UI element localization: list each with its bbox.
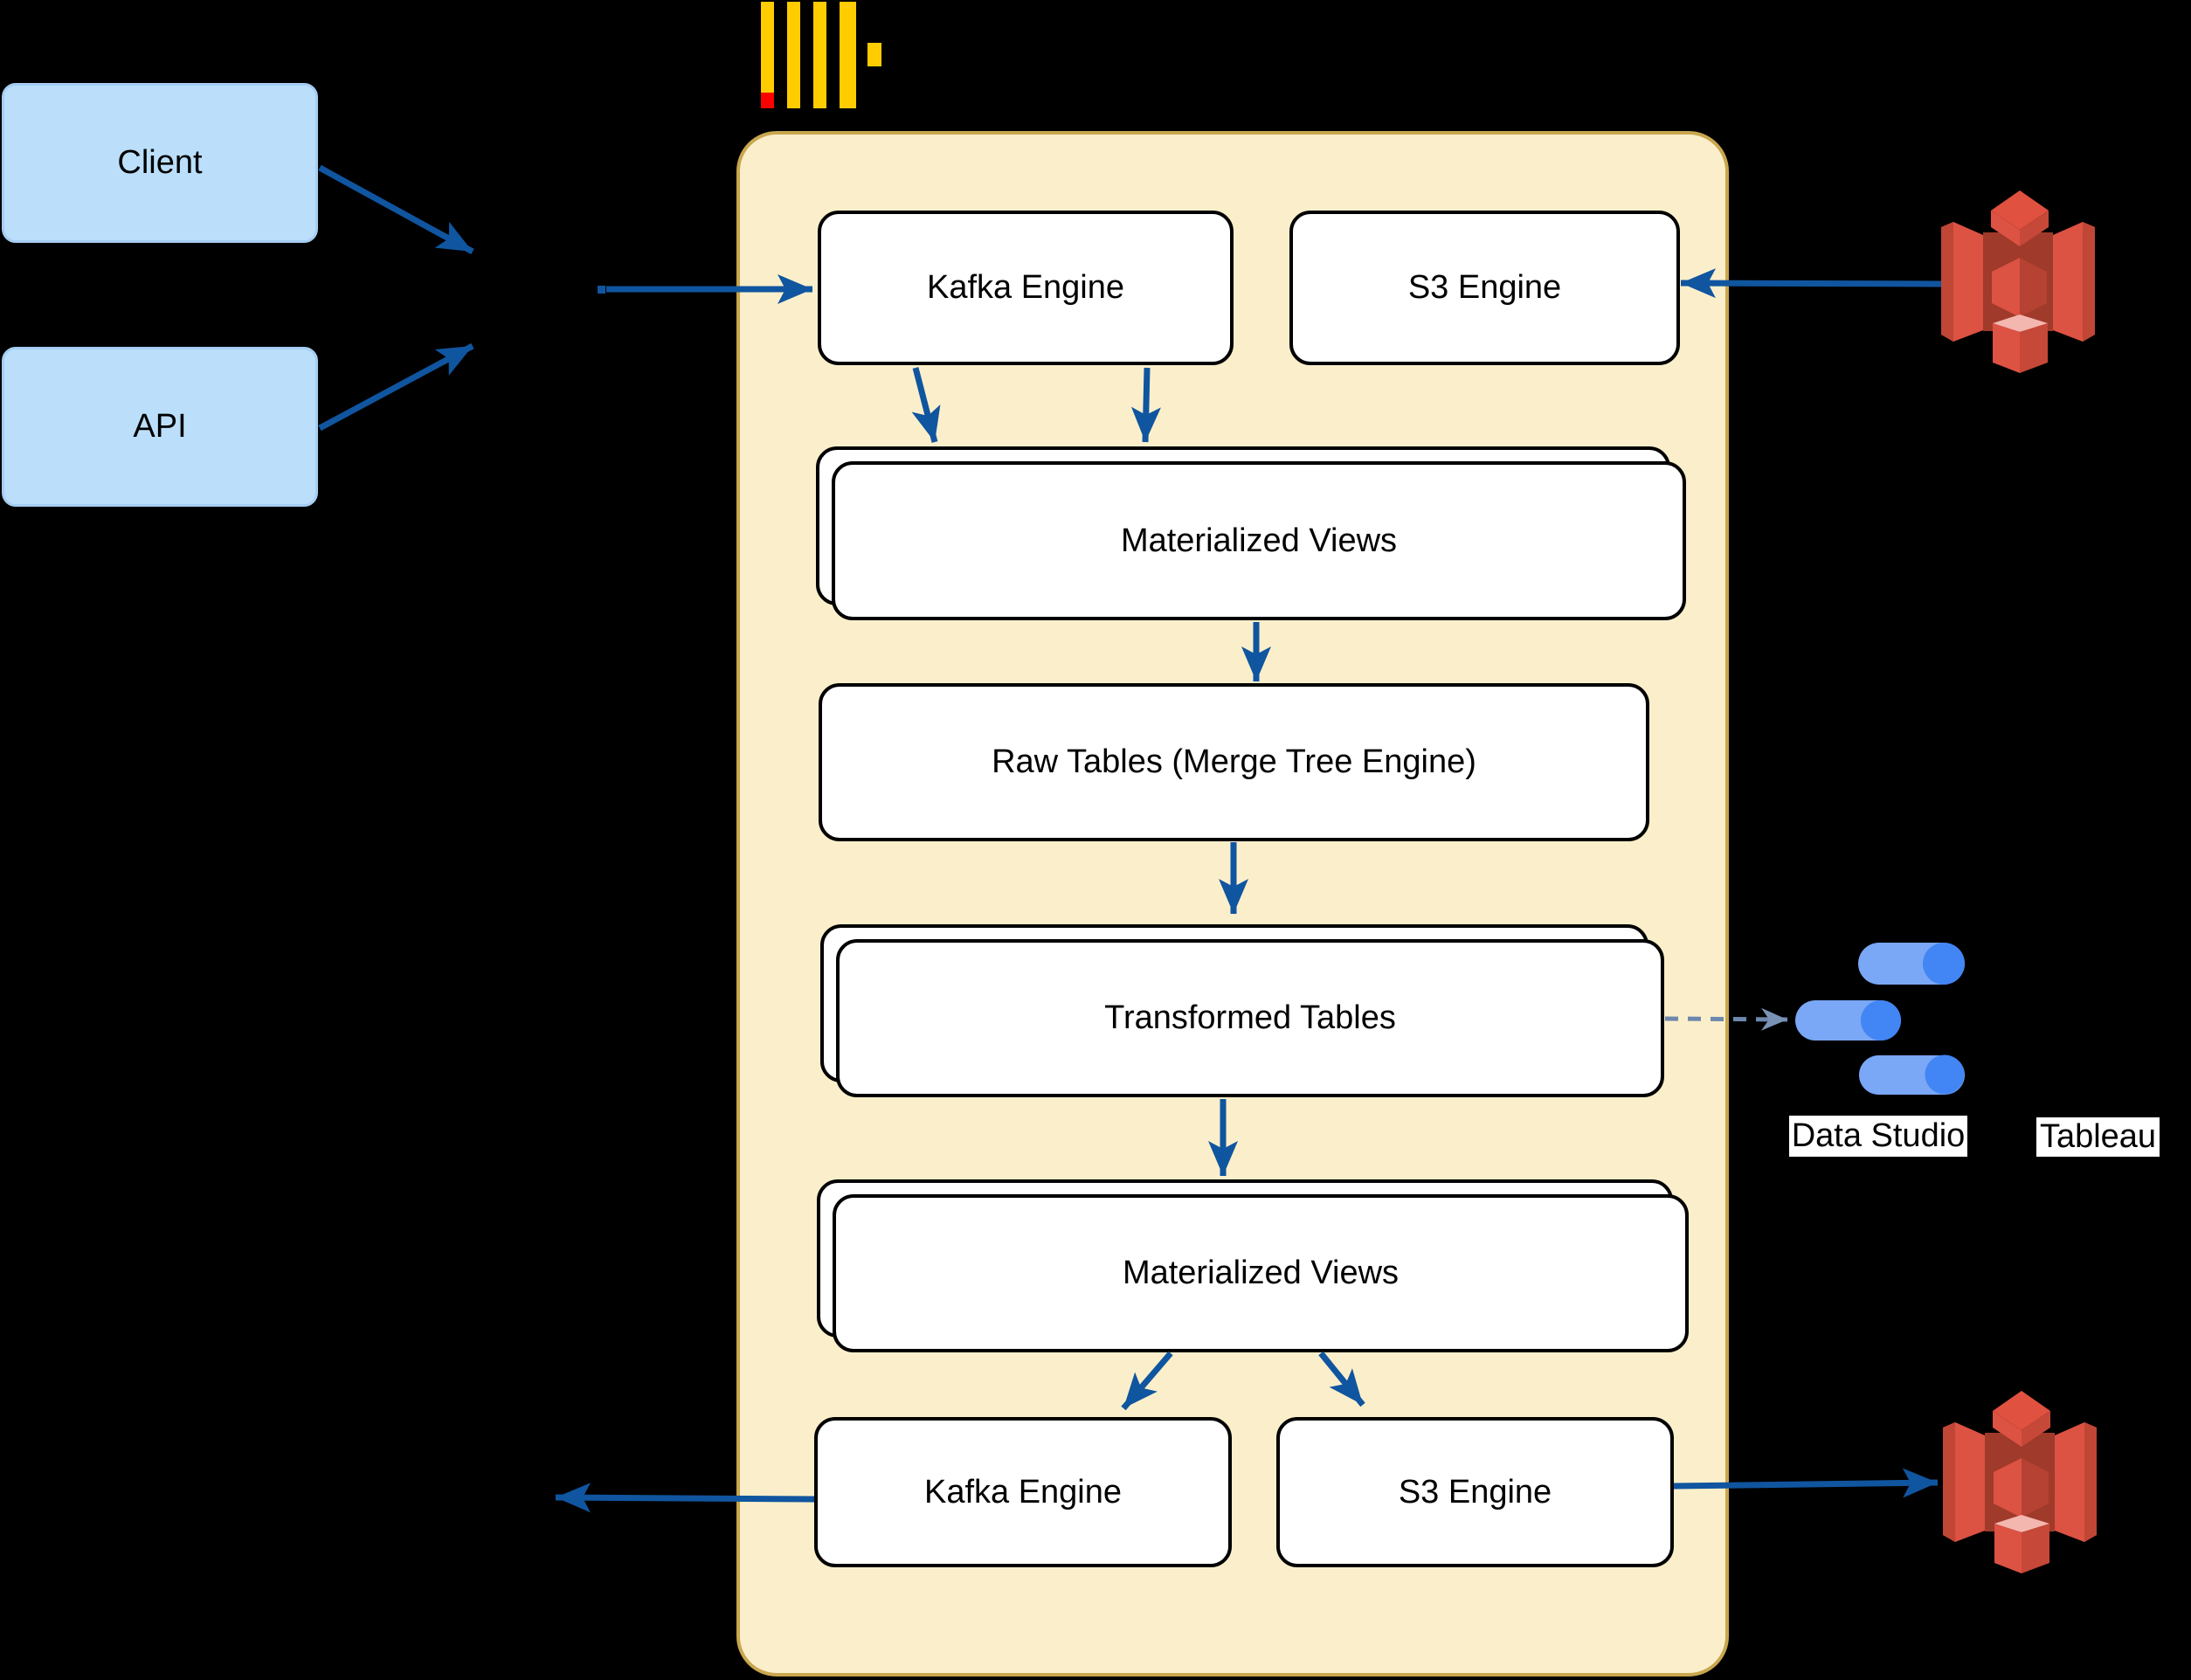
node-kafka-engine-bottom: Kafka Engine [814,1417,1232,1567]
aws-s3-icon-top [1941,190,2095,373]
google-data-studio-icon [1795,943,1965,1095]
node-api-label: API [133,408,187,445]
data-studio-label-text: Data Studio [1791,1117,1966,1154]
arrow-api-to-junction [318,342,474,432]
node-materialized-views-top-label: Materialized Views [1120,522,1398,559]
clickhouse-logo-icon [761,2,881,108]
aws-s3-icon-bottom [1943,1391,2097,1573]
node-kafka-engine-top-label: Kafka Engine [926,269,1125,306]
node-materialized-views-bottom: Materialized Views [833,1194,1689,1352]
node-materialized-views-top: Materialized Views [832,461,1686,620]
node-api: API [2,347,318,507]
node-transformed-tables: Transformed Tables [836,939,1664,1097]
tableau-label: Tableau [2036,1117,2160,1157]
node-kafka-engine-top: Kafka Engine [818,211,1234,365]
node-kafka-engine-bottom-label: Kafka Engine [923,1473,1123,1511]
node-client-label: Client [117,144,203,181]
node-s3-engine-bottom: S3 Engine [1276,1417,1674,1567]
data-studio-label: Data Studio [1789,1116,1967,1157]
node-transformed-tables-label: Transformed Tables [1104,999,1396,1036]
tableau-label-text: Tableau [2039,1118,2157,1155]
node-s3-engine-top: S3 Engine [1289,211,1680,365]
arrow-client-to-junction [318,164,474,255]
node-materialized-views-bottom-label: Materialized Views [1122,1255,1400,1291]
node-s3-engine-top-label: S3 Engine [1407,269,1562,306]
node-raw-tables-label: Raw Tables (Merge Tree Engine) [992,743,1476,780]
node-s3-engine-bottom-label: S3 Engine [1398,1473,1552,1511]
node-raw-tables: Raw Tables (Merge Tree Engine) [819,683,1649,841]
node-client: Client [2,83,318,243]
